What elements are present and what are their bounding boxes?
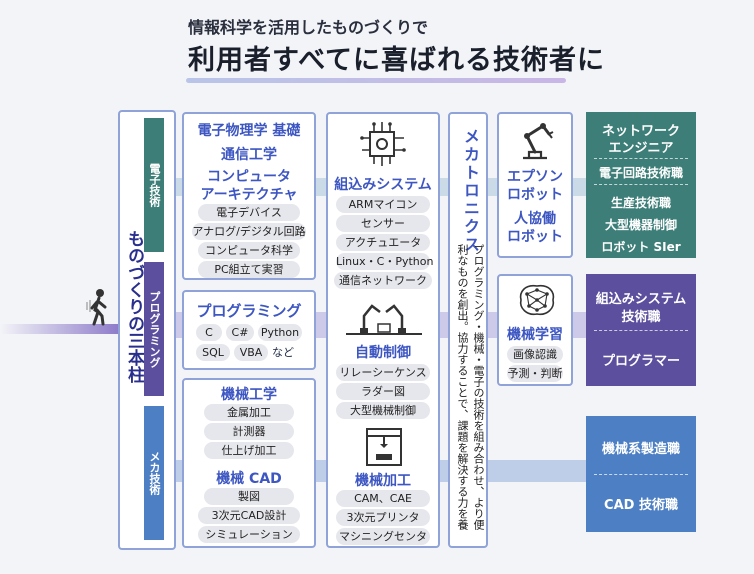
- page-title: 利用者すべてに喜ばれる技術者に: [188, 45, 606, 76]
- electronics-heading-4: アーキテクチャ: [200, 187, 298, 203]
- electronics-item: アナログ/デジタル回路: [192, 223, 306, 240]
- electronics-heading-3: コンピュータ: [207, 169, 291, 185]
- control-item: リレーシーケンス: [336, 364, 430, 381]
- career-item: 電子回路技術職: [598, 166, 683, 180]
- robot-arm-icon: [523, 123, 554, 160]
- embedded-heading: 組込みシステム: [334, 177, 432, 193]
- ml-heading: 機械学習: [507, 327, 563, 343]
- 3d-printer-icon: [366, 428, 402, 466]
- embedded-item: 通信ネットワーク: [334, 272, 432, 289]
- embedded-item: ARMマイコン: [336, 196, 430, 213]
- career-divider: [594, 184, 688, 185]
- tab-electronics: 電子技術: [144, 118, 164, 252]
- pillar-label: ものづくりの三本柱: [124, 230, 144, 383]
- mechanical-box: 機械工学 金属加工 計測器 仕上げ加工 機械 CAD 製図 3次元CAD設計 シ…: [182, 378, 316, 548]
- career-divider: [594, 474, 688, 475]
- ml-box: 機械学習 画像認識 予測・判断: [497, 274, 573, 386]
- robot-line-3: 人協働: [514, 211, 556, 227]
- lang-item: SQL: [196, 344, 230, 361]
- embedded-item: センサー: [336, 215, 430, 232]
- machining-item: 3次元プリンタ: [336, 509, 430, 526]
- control-item: 大型機械制御: [336, 402, 430, 419]
- machining-item: マシニングセンタ: [336, 528, 430, 545]
- robot-line-4: ロボット: [507, 229, 563, 245]
- career-item: ロボット SIer: [601, 240, 681, 254]
- career-item: CAD 技術職: [604, 498, 678, 513]
- robot-box: エプソン ロボット 人協働 ロボット: [497, 112, 573, 258]
- electronics-item: 電子デバイス: [198, 204, 300, 221]
- electronics-heading-1: 電子物理学 基礎: [197, 123, 301, 139]
- brain-network-icon: [519, 284, 555, 316]
- mechatronics-box: メカトロニクス: [448, 112, 488, 548]
- career-item: 機械系製造職: [601, 442, 680, 457]
- lang-etc: など: [272, 346, 294, 359]
- career-group-electronics: ネットワーク エンジニア 電子回路技術職 生産技術職 大型機器制御 ロボット S…: [586, 112, 696, 258]
- electronics-box: 電子物理学 基礎 通信工学 コンピュータ アーキテクチャ 電子デバイス アナログ…: [182, 112, 316, 280]
- mechanical-item: 仕上げ加工: [204, 442, 294, 459]
- mechanical-item: 計測器: [204, 423, 294, 440]
- programming-heading: プログラミング: [196, 302, 302, 320]
- career-divider: [594, 158, 688, 159]
- career-divider: [594, 330, 688, 331]
- machining-item: CAM、CAE: [336, 490, 430, 507]
- career-item: ネットワーク: [601, 124, 680, 139]
- mechanical-item: 3次元CAD設計: [198, 507, 300, 524]
- lang-item: C: [196, 324, 222, 341]
- walking-person-icon: [86, 289, 107, 326]
- machining-heading: 機械加工: [355, 473, 411, 489]
- title-underline: [186, 78, 566, 83]
- embedded-item: Linux・C・Python: [336, 253, 434, 270]
- career-item: 大型機器制御: [604, 218, 677, 232]
- chip-icon: [360, 122, 406, 166]
- mechanical-heading-1: 機械工学: [221, 387, 277, 403]
- lang-item: C#: [226, 324, 254, 341]
- mechanical-item: 製図: [204, 488, 294, 505]
- lang-item: Python: [258, 324, 302, 341]
- career-item: プログラマー: [601, 354, 680, 369]
- mechanical-item: シミュレーション: [198, 526, 300, 543]
- career-item: 技術職: [621, 310, 661, 325]
- mechatronics-desc: プログラミング・機械・電子の技術を組み合わせ、より便利なものを創出。協力すること…: [452, 244, 485, 530]
- electronics-item: PC組立て実習: [198, 261, 300, 278]
- career-group-mechanical: 機械系製造職 CAD 技術職: [586, 416, 696, 532]
- ml-item: 予測・判断: [507, 365, 563, 382]
- career-item: エンジニア: [608, 141, 674, 156]
- embedded-item: アクチュエータ: [336, 234, 430, 251]
- career-group-programming: 組込みシステム 技術職 プログラマー: [586, 274, 696, 386]
- page-subtitle: 情報科学を活用したものづくりで: [188, 18, 429, 37]
- tab-programming: プログラミング: [144, 262, 164, 396]
- tab-mechanical: メカ技術: [144, 406, 164, 540]
- robot-line-2: ロボット: [507, 187, 563, 203]
- control-heading: 自動制御: [355, 345, 411, 361]
- electronics-heading-2: 通信工学: [221, 147, 277, 163]
- programming-box: プログラミング C C# Python SQL VBA など: [182, 290, 316, 370]
- lang-item: VBA: [234, 344, 268, 361]
- electronics-item: コンピュータ科学: [198, 242, 300, 259]
- robot-line-1: エプソン: [507, 169, 563, 185]
- col2-box: 組込みシステム ARMマイコン センサー アクチュエータ Linux・C・Pyt…: [326, 112, 440, 548]
- mechanical-item: 金属加工: [204, 404, 294, 421]
- ml-item: 画像認識: [507, 346, 563, 363]
- control-item: ラダー図: [336, 383, 430, 400]
- mechatronics-title: メカトロニクス: [461, 128, 480, 254]
- mechanical-heading-2: 機械 CAD: [216, 471, 282, 487]
- robot-arms-icon: [346, 304, 422, 335]
- flow-band-left: [0, 324, 120, 334]
- career-item: 生産技術職: [610, 196, 671, 210]
- career-item: 組込みシステム: [595, 292, 687, 307]
